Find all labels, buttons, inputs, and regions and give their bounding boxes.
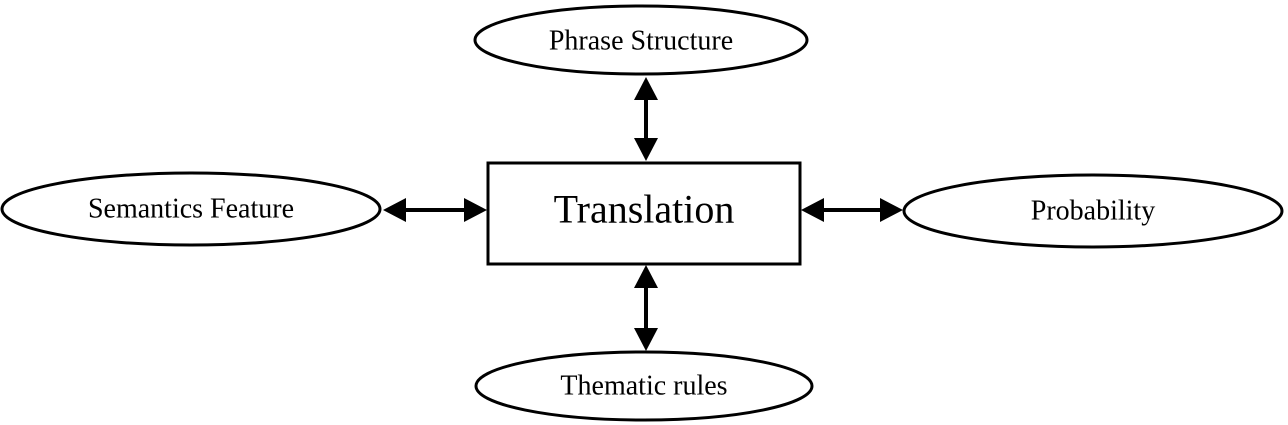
arrow-top-head-down [634,138,658,161]
arrow-left-head-right [464,198,487,222]
arrow-left-head-left [383,198,406,222]
arrow-right-head-left [801,198,824,222]
arrow-translation-phrase-structure [634,77,658,161]
node-probability: Probability [902,173,1284,249]
arrow-translation-thematic-rules [634,265,658,351]
node-translation: Translation [486,161,802,266]
arrow-semantics-feature-translation [383,198,487,222]
arrow-bottom-head-down [634,328,658,351]
node-probability-label: Probability [1031,196,1155,227]
node-phrase-structure-shape [473,4,809,76]
node-phrase-structure: Phrase Structure [473,4,809,76]
node-probability-shape [902,173,1284,249]
arrow-right-head-right [880,198,903,222]
node-semantics-feature-shape [0,171,382,247]
node-thematic-rules-label: Thematic rules [560,371,727,402]
node-phrase-structure-label: Phrase Structure [549,26,733,57]
arrow-translation-probability [801,198,903,222]
node-semantics-feature-label: Semantics Feature [88,194,294,225]
node-semantics-feature: Semantics Feature [0,171,382,247]
node-translation-label: Translation [554,187,735,232]
node-translation-shape [486,161,802,266]
node-thematic-rules: Thematic rules [474,350,814,422]
arrow-top-head-up [634,77,658,100]
arrow-bottom-head-up [634,265,658,288]
node-thematic-rules-shape [474,350,814,422]
